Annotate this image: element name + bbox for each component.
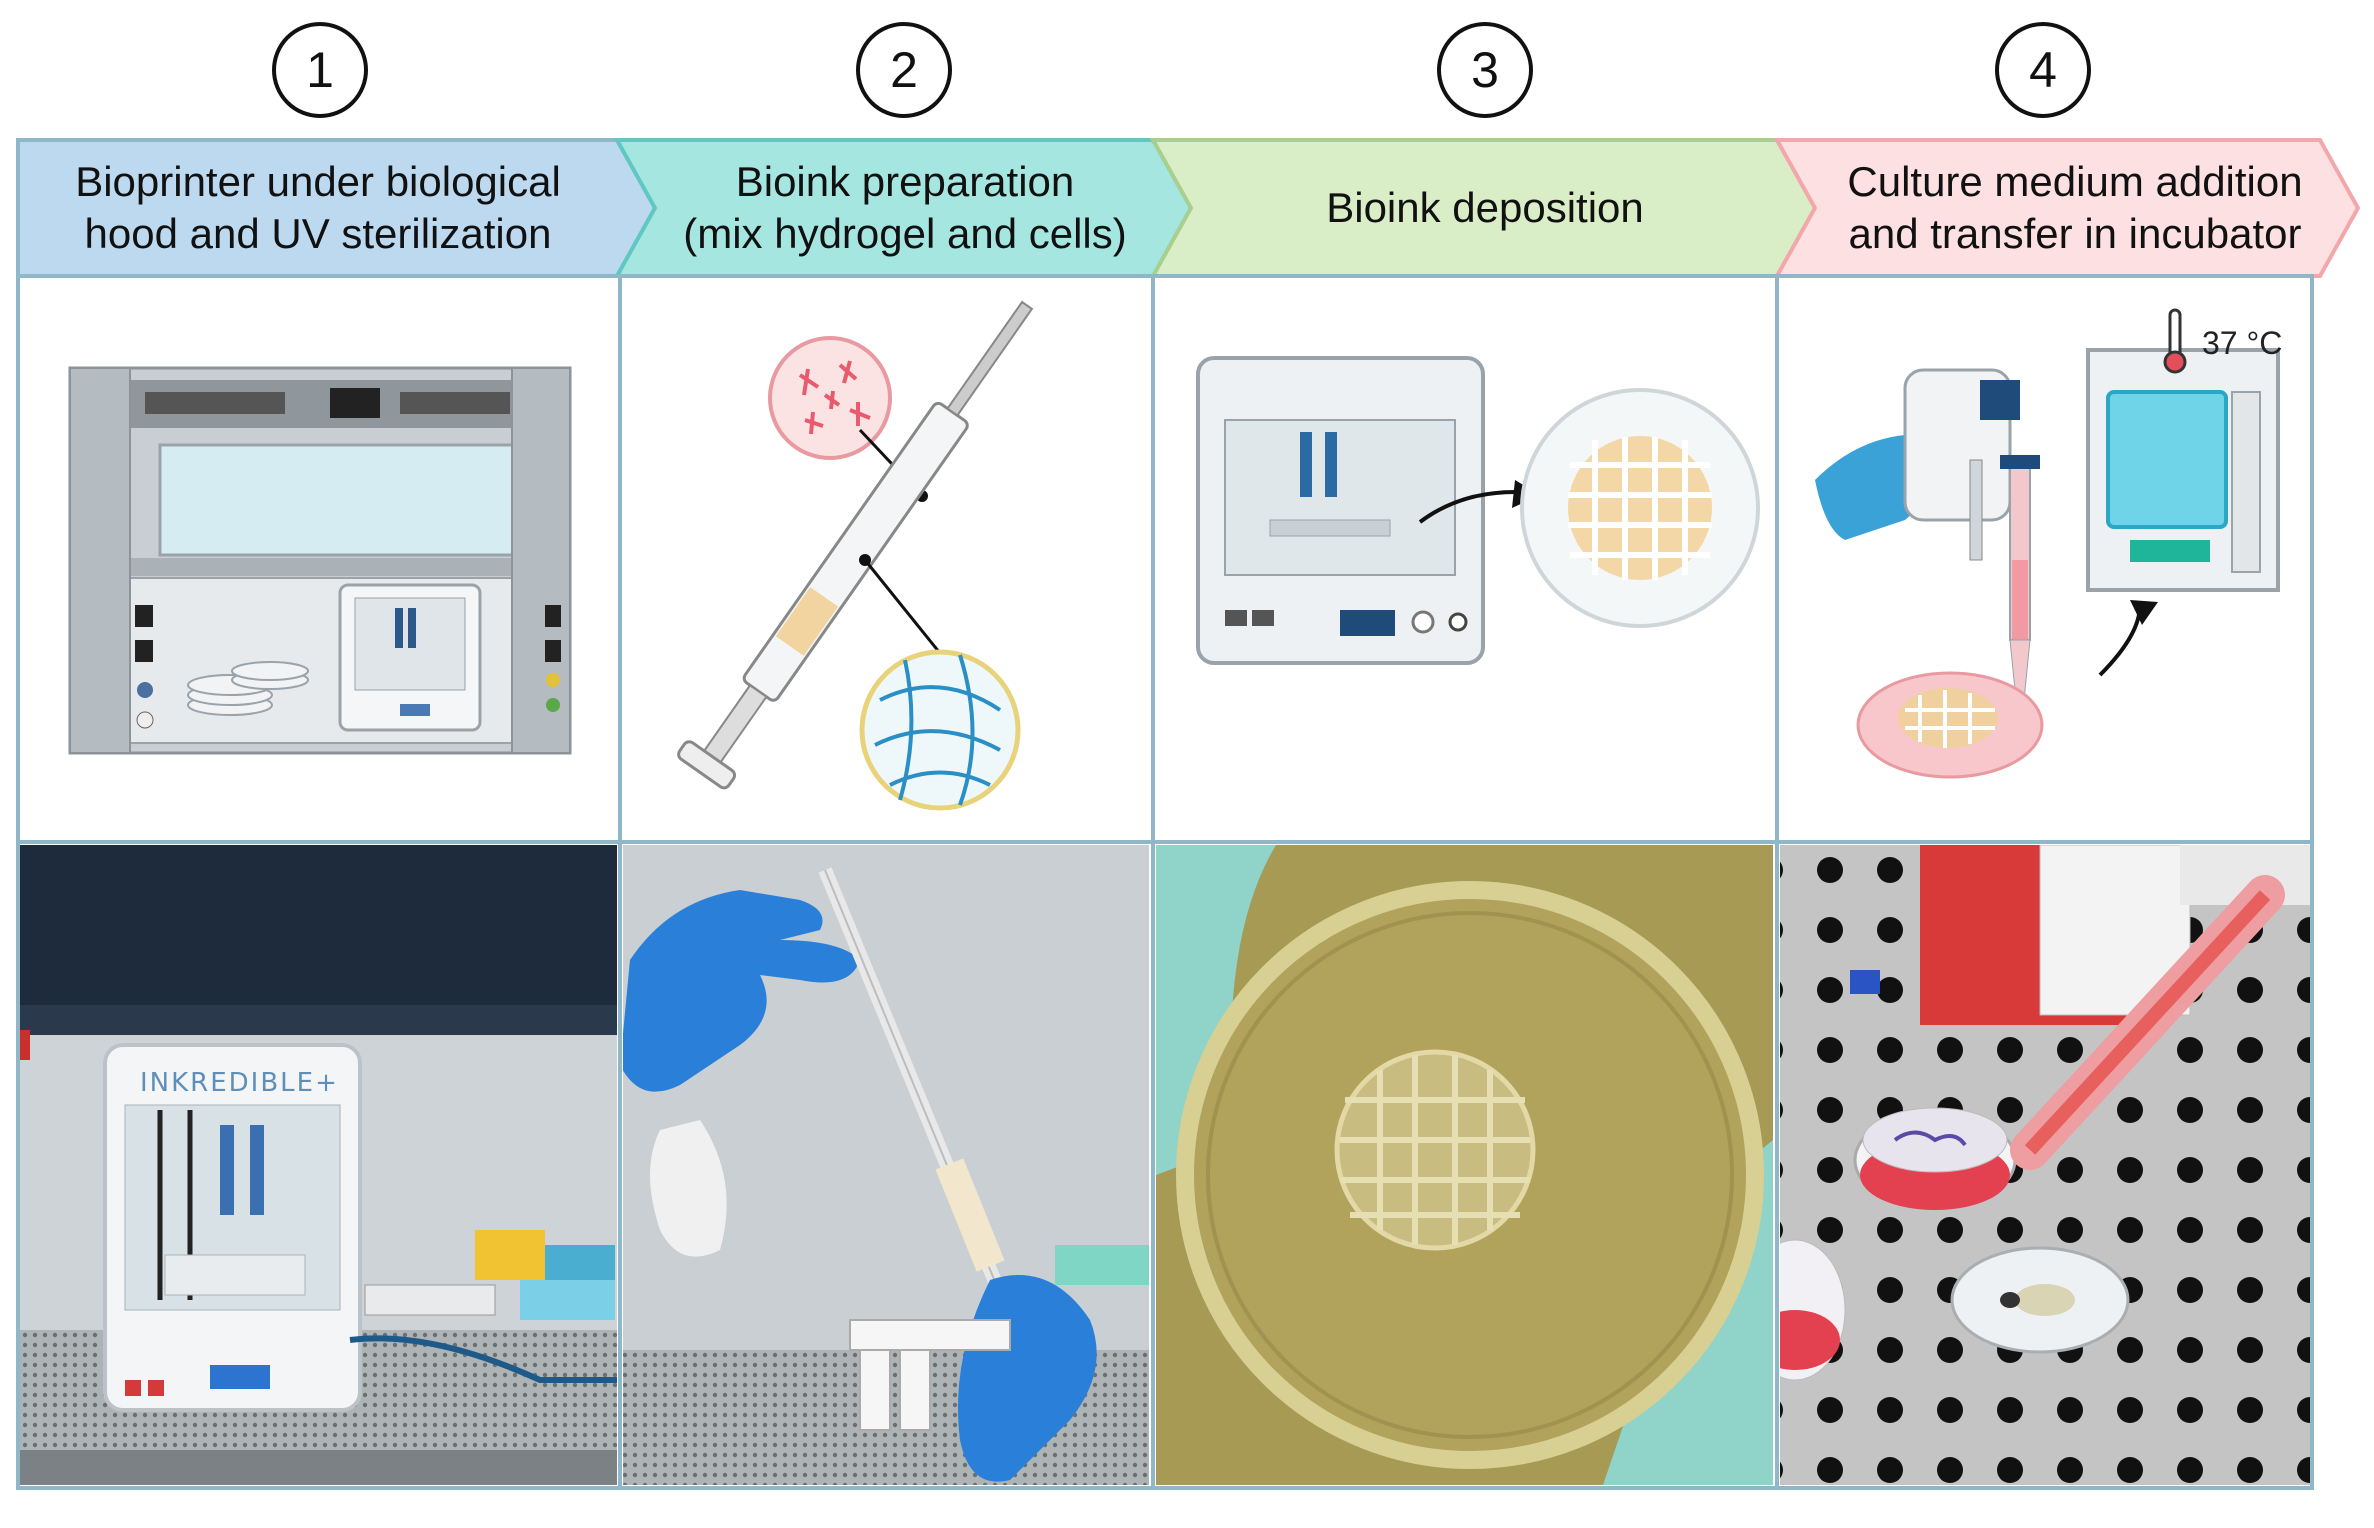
temperature-label: 37 °C	[2202, 325, 2283, 361]
incubator-illustration	[1815, 308, 2280, 779]
step-2-title: Bioink preparation(mix hydrogel and cell…	[683, 158, 1127, 257]
photo-printed-construct	[1156, 845, 1773, 1485]
photo-bioprinter-in-hood	[20, 845, 617, 1485]
banner-step-4	[1773, 138, 2361, 278]
syringe-illustration	[677, 300, 1034, 811]
photo-culture-medium	[1780, 845, 2310, 1485]
step-3-title: Bioink deposition	[1326, 184, 1644, 231]
photo-syringe-mixing	[623, 845, 1149, 1485]
step-number-2: 2	[856, 22, 952, 118]
bioprinter-illustration	[1196, 356, 1760, 665]
step-number-4: 4	[1995, 22, 2091, 118]
hood-illustration	[68, 366, 572, 755]
printer-brand-label: INKREDIBLE+	[140, 1068, 339, 1098]
step-number-3: 3	[1437, 22, 1533, 118]
step-number-1: 1	[272, 22, 368, 118]
